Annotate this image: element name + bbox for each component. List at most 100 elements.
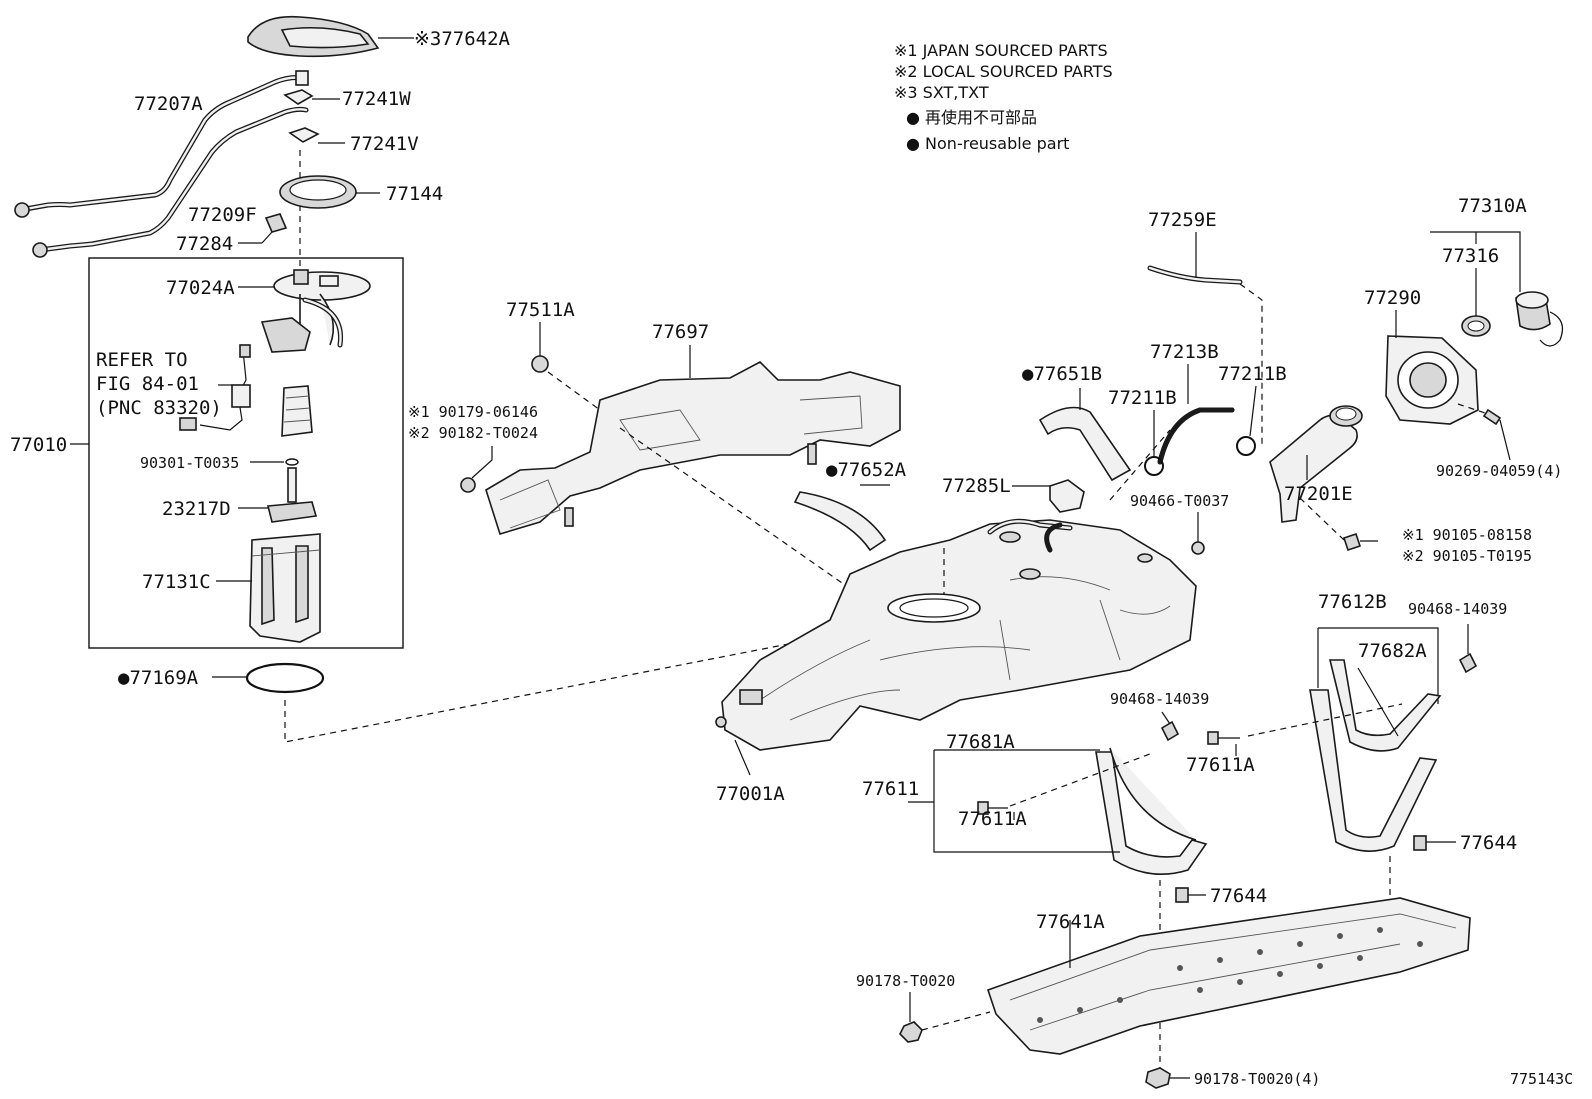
- protector-77651B: [1038, 388, 1132, 482]
- label-90105-08158: ※1 90105-08158: [1402, 526, 1532, 544]
- nut-90178-bottom: [1145, 1067, 1190, 1089]
- note-local-sourced: ※2 LOCAL SOURCED PARTS: [894, 62, 1113, 81]
- bolt-77644-right: [1413, 835, 1456, 851]
- label-90182-T0024: ※2 90182-T0024: [408, 424, 538, 442]
- clip-90466: [1191, 541, 1205, 555]
- label-77644-right: 77644: [1460, 832, 1517, 854]
- label-77285L: 77285L: [942, 475, 1011, 497]
- clip-90468-right: [1458, 652, 1478, 674]
- label-77316: 77316: [1442, 245, 1499, 267]
- retainer-ring-77144: [279, 175, 380, 209]
- gasket-77169A: [245, 662, 325, 694]
- label-77612B: 77612B: [1318, 591, 1387, 613]
- fuel-tube-77207A: [14, 70, 309, 218]
- label-90301-T0035: 90301-T0035: [140, 454, 239, 472]
- bolt-77611A-right: [1207, 703, 1403, 756]
- clamp-77211B-right: [1236, 436, 1256, 456]
- label-77611A-left: 77611A: [958, 808, 1027, 830]
- label-77611: 77611: [862, 778, 919, 800]
- label-23217D: 23217D: [162, 498, 231, 520]
- clip-90468-center: [1160, 720, 1180, 742]
- strap-77612B: [1309, 627, 1439, 852]
- bolt-77644-center: [1175, 887, 1206, 903]
- label-77310A: 77310A: [1458, 195, 1527, 217]
- legend-notes: ※1 JAPAN SOURCED PARTS ※2 LOCAL SOURCED …: [894, 41, 1113, 153]
- refer-line-3: (PNC 83320): [96, 397, 222, 419]
- label-77284: 77284: [176, 233, 233, 255]
- label-77241V: 77241V: [350, 133, 419, 155]
- bolt-77611A-left: [977, 753, 1151, 820]
- label-77290: 77290: [1364, 287, 1421, 309]
- screw-90269: [1482, 408, 1502, 426]
- label-90179-06146: ※1 90179-06146: [408, 403, 538, 421]
- fuel-sender-gauge: [179, 344, 251, 431]
- figure-code: 775143C: [1510, 1070, 1573, 1088]
- label-90468-14039-center: 90468-14039: [1110, 690, 1209, 708]
- label-77211B-right: 77211B: [1218, 363, 1287, 385]
- strap-77682A: [1328, 659, 1442, 752]
- label-77169A: ●77169A: [118, 667, 199, 689]
- fuel-tank-77001A: [715, 518, 1197, 776]
- bolt-90105: [1299, 497, 1378, 552]
- label-90466-T0037: 90466-T0037: [1130, 492, 1229, 510]
- label-77681A: 77681A: [946, 731, 1015, 753]
- fuel-tube-77209F: [32, 106, 309, 258]
- strap-77681A: [1095, 747, 1208, 876]
- label-77641A: 77641A: [1036, 911, 1105, 933]
- bracket-77285L: [1012, 479, 1085, 513]
- breather-hose-77259E: [1147, 232, 1263, 445]
- skid-plate-77641A: [986, 897, 1471, 1055]
- label-90178-T0020: 90178-T0020: [856, 972, 955, 990]
- label-77642A: ※377642A: [414, 28, 511, 50]
- label-77697: 77697: [652, 321, 709, 343]
- nut-90178-left: [899, 992, 991, 1043]
- clip-77511A: [531, 355, 549, 373]
- label-77131C: 77131C: [142, 571, 211, 593]
- label-77024A: 77024A: [166, 277, 235, 299]
- label-77213B: 77213B: [1150, 341, 1219, 363]
- protector-77652A: [793, 484, 890, 552]
- pump-assembly-box: [88, 257, 404, 649]
- note-non-reusable-jp: ● 再使用不可部品: [906, 108, 1037, 127]
- strap-set-bracket: [933, 749, 1120, 853]
- label-77259E: 77259E: [1148, 209, 1217, 231]
- label-77241W: 77241W: [342, 88, 411, 110]
- pump-flange-77024A: [238, 269, 371, 353]
- fuel-pump-cover-part: [247, 15, 414, 58]
- o-ring-90301: [285, 458, 299, 466]
- note-sxt-txt: ※3 SXT,TXT: [894, 83, 989, 102]
- label-77010: 77010: [10, 434, 67, 456]
- refer-line-2: FIG 84-01: [96, 373, 199, 395]
- note-non-reusable-en: ● Non-reusable part: [906, 134, 1069, 153]
- label-90468-14039-right: 90468-14039: [1408, 600, 1507, 618]
- fuel-inlet-box-77290: [1385, 310, 1479, 425]
- label-77001A: 77001A: [716, 783, 785, 805]
- pump-filter: [281, 385, 313, 437]
- clip-77241W: [283, 89, 314, 105]
- filler-pipe-77201E: [1269, 405, 1363, 523]
- fuel-cap-77310A: [1430, 231, 1563, 347]
- heat-shield-77697: [485, 345, 901, 535]
- label-77511A: 77511A: [506, 299, 575, 321]
- label-77201E: 77201E: [1284, 483, 1353, 505]
- note-japan-sourced: ※1 JAPAN SOURCED PARTS: [894, 41, 1108, 60]
- bolt-90179: [460, 477, 476, 493]
- label-77144: 77144: [386, 183, 443, 205]
- fuel-pump-23217D: [238, 467, 318, 523]
- clamp-77211B-left: [1144, 456, 1164, 476]
- label-77209F: 77209F: [188, 204, 257, 226]
- hose-77213B: [1157, 364, 1235, 465]
- label-77682A: 77682A: [1358, 640, 1427, 662]
- label-77211B-left: 77211B: [1108, 387, 1177, 409]
- label-90269-04059: 90269-04059(4): [1436, 462, 1562, 480]
- pump-bracket-77131C: [216, 533, 321, 643]
- label-90178-T0020-4: 90178-T0020(4): [1194, 1070, 1320, 1088]
- label-77611A-right: 77611A: [1186, 754, 1255, 776]
- label-77652A: ●77652A: [826, 459, 907, 481]
- part-labels: ※377642A 77207A 77241W 77241V 77144 7720…: [10, 28, 1573, 1088]
- label-77207A: 77207A: [134, 93, 203, 115]
- label-77644-center: 77644: [1210, 885, 1267, 907]
- connector-77284: [264, 213, 288, 233]
- refer-line-1: REFER TO: [96, 349, 188, 371]
